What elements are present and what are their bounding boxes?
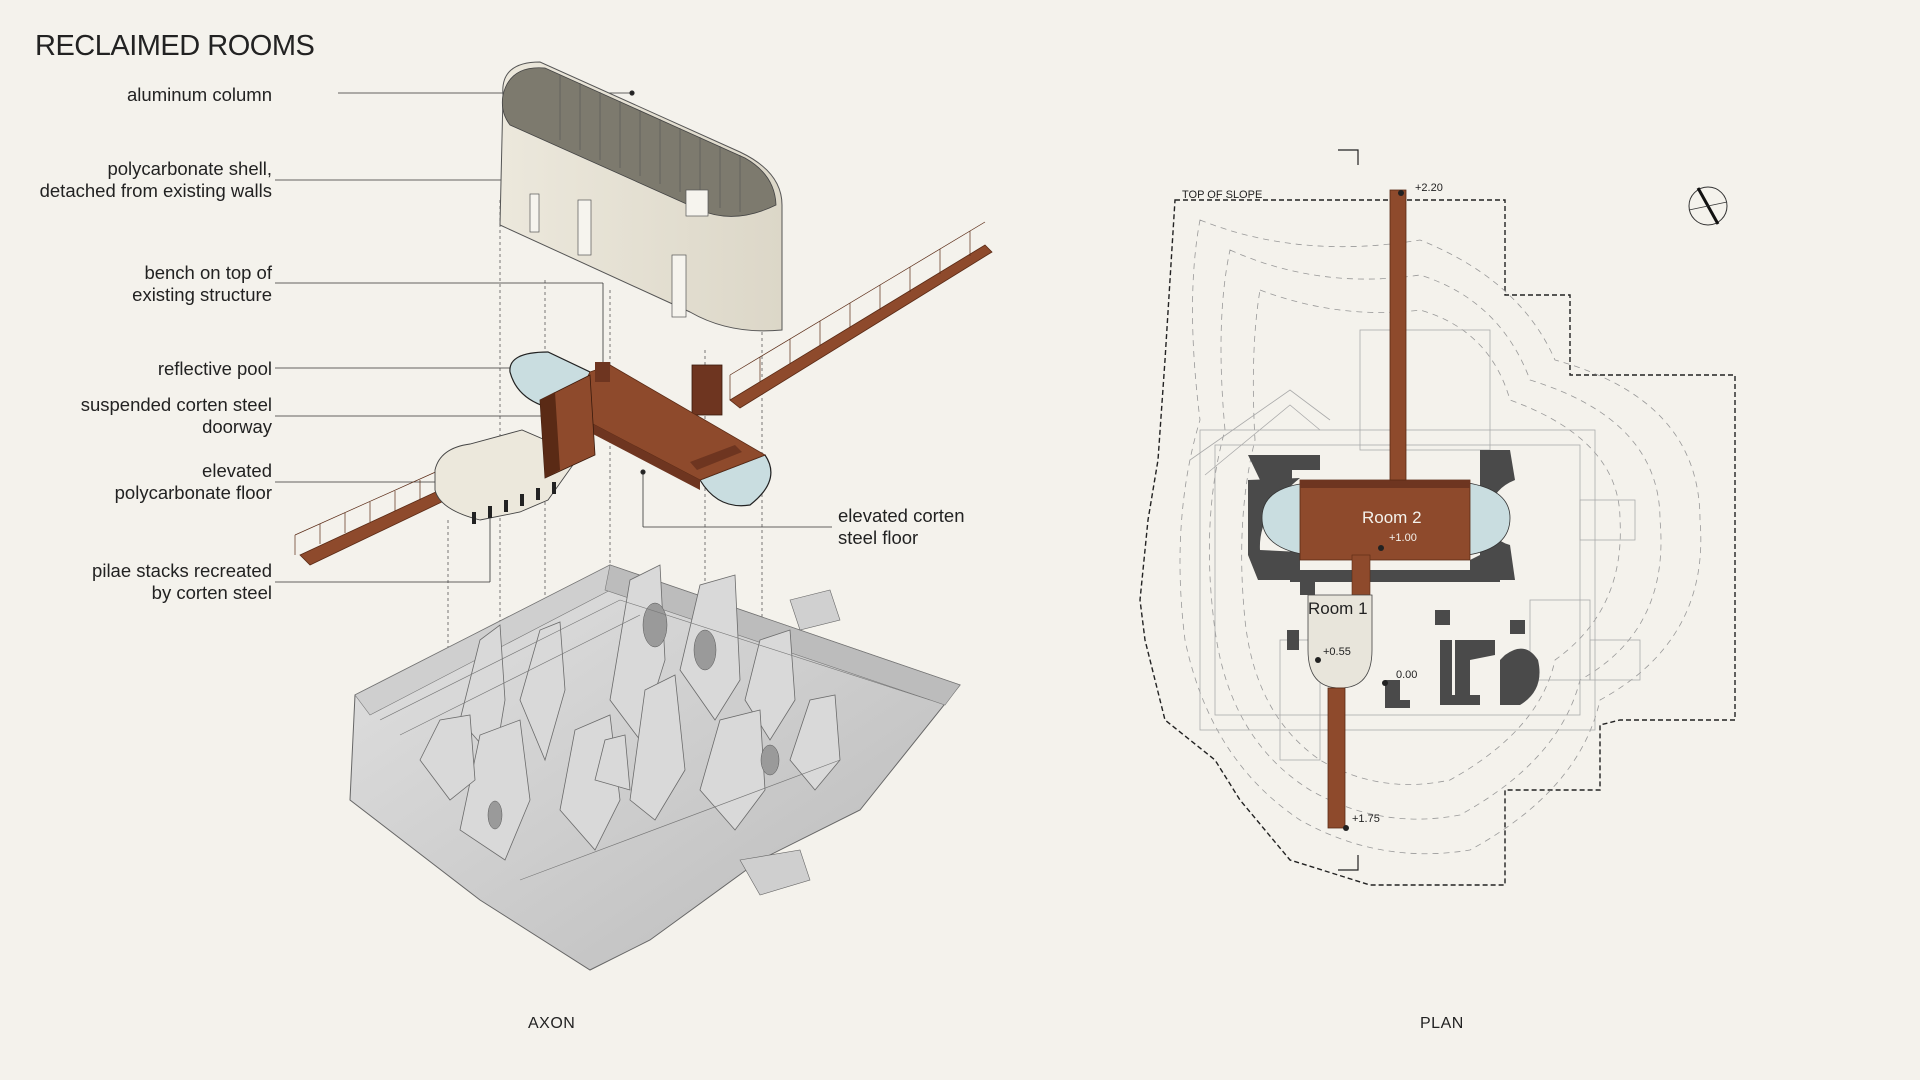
caption-plan: PLAN [1420, 1015, 1464, 1032]
stair-upper [691, 221, 993, 416]
corten-doorway [539, 362, 610, 479]
site-boundary [1139, 199, 1736, 886]
reflective-pool-lower [699, 454, 772, 507]
plan-level-top: +2.20 [1415, 182, 1443, 194]
contour-lines [1179, 219, 1702, 855]
plan-level-bottom: +1.75 [1352, 813, 1380, 825]
level-markers [1315, 190, 1404, 831]
plan-level-room2: +1.00 [1389, 532, 1417, 544]
existing-ruins [349, 564, 961, 971]
plan-pool-left [1261, 482, 1308, 556]
label-aluminum-column: aluminum column [127, 84, 272, 105]
caption-axon: AXON [528, 1015, 576, 1032]
north-arrow [1688, 186, 1728, 226]
plan-top-of-slope: TOP OF SLOPE [1182, 189, 1262, 201]
page-title: RECLAIMED ROOMS [35, 30, 315, 62]
stair-lower [294, 469, 447, 566]
section-markers [1338, 149, 1359, 871]
label-reflective-pool: reflective pool [157, 358, 272, 379]
polycarbonate-shell [499, 61, 783, 332]
plan-drawing [1139, 149, 1736, 886]
plan-level-ground: 0.00 [1396, 669, 1417, 681]
plan-stair-south [1327, 687, 1346, 829]
plan-pool-right [1467, 482, 1511, 556]
label-polycarbonate-shell: polycarbonate shell,detached from existi… [39, 158, 272, 201]
plan-room2-floor [1299, 479, 1471, 561]
plan-level-room1: +0.55 [1323, 646, 1351, 658]
plan-room1-label: Room 1 [1308, 599, 1368, 618]
plan-room2-label: Room 2 [1362, 508, 1422, 527]
plan-walls [1248, 450, 1540, 708]
plan-stair-north [1389, 189, 1407, 481]
